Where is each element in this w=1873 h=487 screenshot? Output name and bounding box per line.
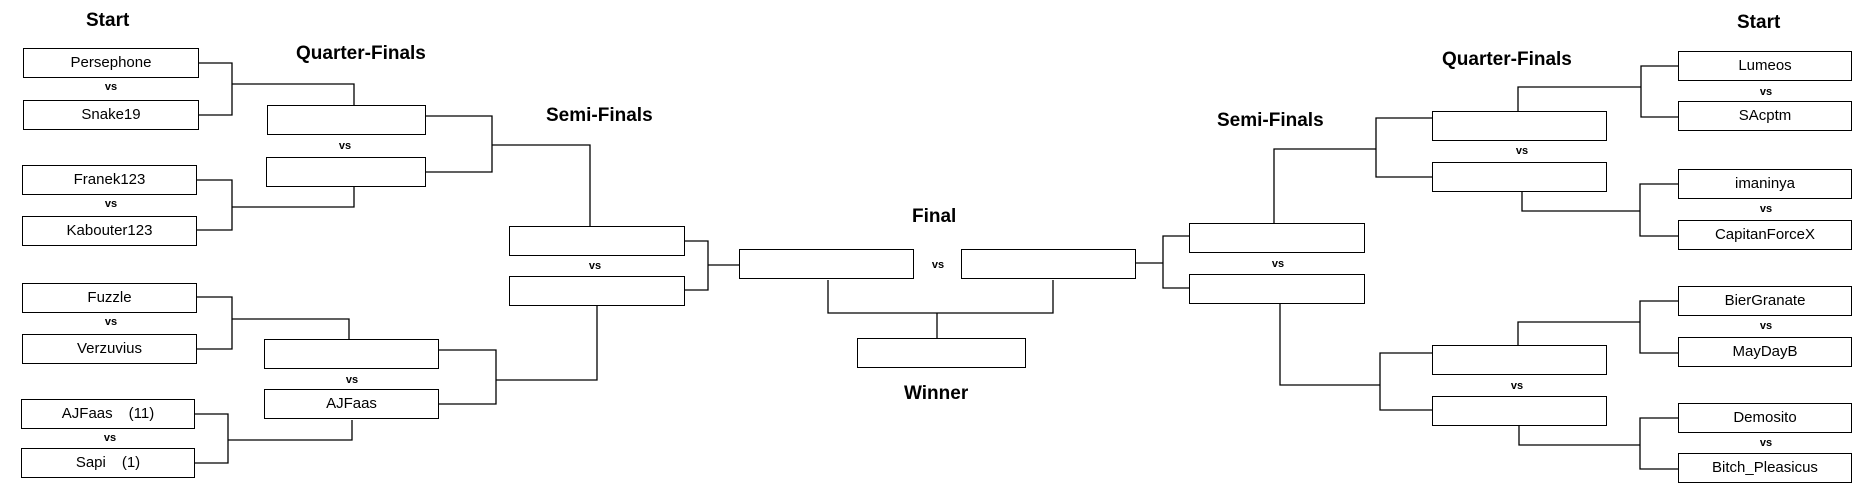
bracket-slot-start-right-8: Bitch_Pleasicus bbox=[1678, 453, 1852, 483]
vs-label: vs bbox=[103, 432, 117, 444]
bracket-slot-qf-right-4 bbox=[1432, 396, 1607, 426]
heading-semi-finals-right: Semi-Finals bbox=[1217, 110, 1324, 131]
bracket-slot-final-left bbox=[739, 249, 914, 279]
vs-label: vs bbox=[1515, 145, 1529, 157]
heading-final: Final bbox=[912, 206, 957, 227]
vs-label: vs bbox=[1510, 380, 1524, 392]
bracket-slot-start-left-3: Franek123 bbox=[22, 165, 197, 195]
vs-label: vs bbox=[104, 316, 118, 328]
player-name: Snake19 bbox=[81, 106, 141, 123]
player-name: imaninya bbox=[1734, 175, 1796, 192]
bracket-slot-start-right-6: MayDayB bbox=[1678, 337, 1852, 367]
bracket-slot-qf-right-1 bbox=[1432, 111, 1607, 141]
bracket-slot-start-left-1: Persephone bbox=[23, 48, 199, 78]
bracket-slot-winner bbox=[857, 338, 1026, 368]
bracket-slot-start-left-4: Kabouter123 bbox=[22, 216, 197, 246]
player-name: BierGranate bbox=[1724, 292, 1806, 309]
heading-start-right: Start bbox=[1737, 12, 1781, 33]
bracket-slot-qf-right-3 bbox=[1432, 345, 1607, 375]
bracket-slot-qf-left-4: AJFaas bbox=[264, 389, 439, 419]
heading-start-left: Start bbox=[86, 10, 130, 31]
bracket-slot-sf-right-1 bbox=[1189, 223, 1365, 253]
bracket-slot-start-left-6: Verzuvius bbox=[22, 334, 197, 364]
player-name: Franek123 bbox=[73, 171, 146, 188]
player-name: Verzuvius bbox=[76, 340, 143, 357]
bracket-slot-start-left-7: AJFaas (11) bbox=[21, 399, 195, 429]
vs-label: vs bbox=[345, 374, 359, 386]
bracket-slot-qf-left-3 bbox=[264, 339, 439, 369]
vs-label: vs bbox=[338, 140, 352, 152]
player-name: CapitanForceX bbox=[1714, 226, 1816, 243]
bracket-slot-start-left-5: Fuzzle bbox=[22, 283, 197, 313]
bracket-slot-qf-right-2 bbox=[1432, 162, 1607, 192]
player-name: SAcptm bbox=[1738, 107, 1792, 124]
player-seed: (1) bbox=[121, 454, 141, 471]
bracket-slot-start-right-1: Lumeos bbox=[1678, 51, 1852, 81]
vs-label: vs bbox=[1759, 320, 1773, 332]
heading-semi-finals-left: Semi-Finals bbox=[546, 105, 653, 126]
bracket-slot-qf-left-1 bbox=[267, 105, 426, 135]
player-name: Sapi bbox=[75, 454, 106, 471]
bracket-slot-start-right-3: imaninya bbox=[1678, 169, 1852, 199]
bracket-slot-final-right bbox=[961, 249, 1136, 279]
vs-label: vs bbox=[1271, 258, 1285, 270]
player-name: Fuzzle bbox=[87, 289, 132, 306]
player-name: Bitch_Pleasicus bbox=[1712, 459, 1818, 476]
bracket-slot-sf-left-1 bbox=[509, 226, 685, 256]
bracket-slot-start-left-8: Sapi (1) bbox=[21, 448, 195, 478]
player-name: MayDayB bbox=[1732, 343, 1798, 360]
bracket-slot-start-right-2: SAcptm bbox=[1678, 101, 1852, 131]
vs-label: vs bbox=[1759, 437, 1773, 449]
heading-quarter-finals-left: Quarter-Finals bbox=[296, 43, 426, 64]
vs-label: vs bbox=[931, 259, 945, 271]
vs-label: vs bbox=[1759, 86, 1773, 98]
bracket-slot-start-left-2: Snake19 bbox=[23, 100, 199, 130]
vs-label: vs bbox=[104, 198, 118, 210]
bracket-slot-sf-left-2 bbox=[509, 276, 685, 306]
bracket-slot-sf-right-2 bbox=[1189, 274, 1365, 304]
player-name: Persephone bbox=[70, 54, 152, 71]
player-seed: (11) bbox=[128, 405, 155, 422]
vs-label: vs bbox=[104, 81, 118, 93]
player-name: Kabouter123 bbox=[66, 222, 153, 239]
player-name: Demosito bbox=[1733, 409, 1797, 426]
vs-label: vs bbox=[1759, 203, 1773, 215]
heading-winner: Winner bbox=[904, 383, 969, 404]
bracket-slot-start-right-7: Demosito bbox=[1678, 403, 1852, 433]
player-name: Lumeos bbox=[1738, 57, 1792, 74]
bracket-slot-start-right-5: BierGranate bbox=[1678, 286, 1852, 316]
player-name: AJFaas bbox=[326, 395, 377, 412]
bracket-slot-start-right-4: CapitanForceX bbox=[1678, 220, 1852, 250]
player-name: AJFaas bbox=[61, 405, 113, 422]
heading-quarter-finals-right: Quarter-Finals bbox=[1442, 49, 1572, 70]
vs-label: vs bbox=[588, 260, 602, 272]
bracket-slot-qf-left-2 bbox=[266, 157, 426, 187]
